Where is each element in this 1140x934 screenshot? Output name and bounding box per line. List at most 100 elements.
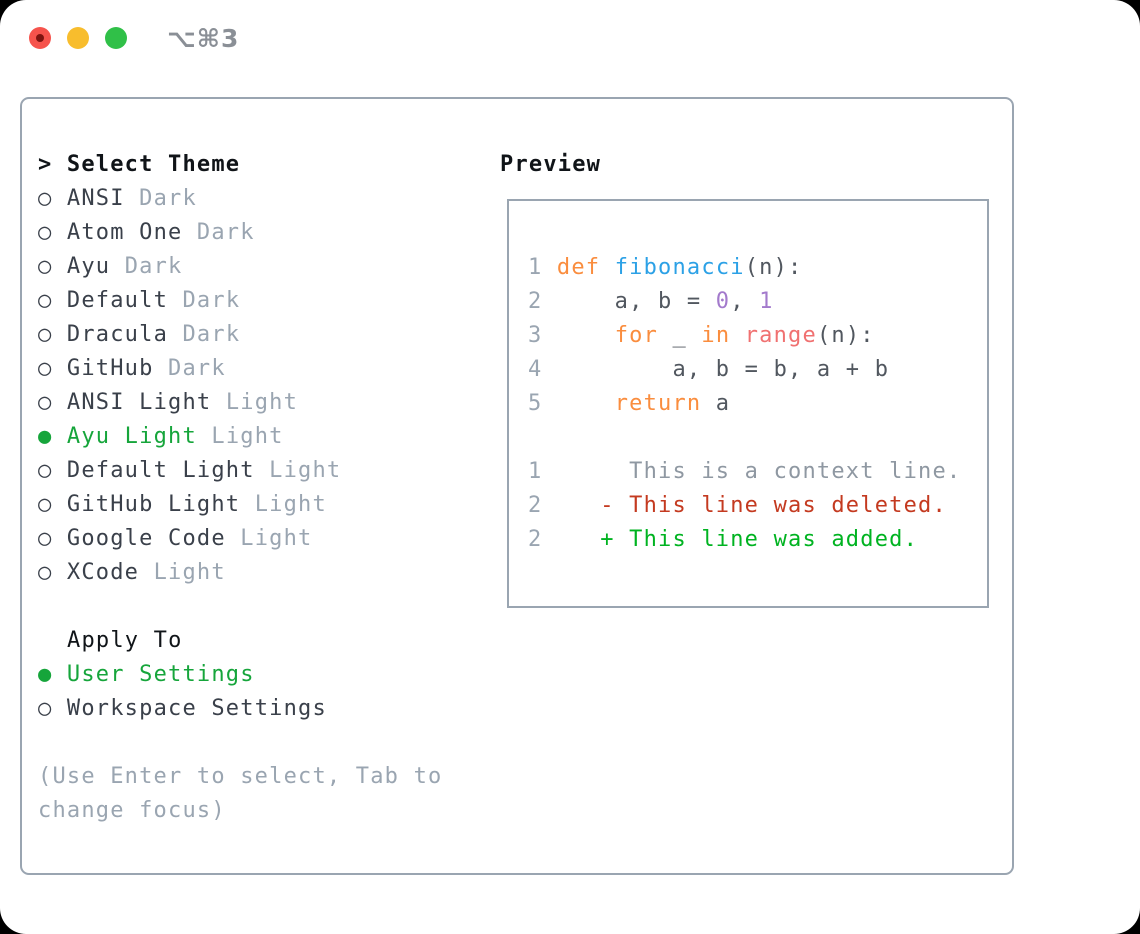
- line-number: 1: [528, 255, 543, 280]
- theme-panel-left-column: > Select Theme ○ ANSI Dark○ Atom One Dar…: [38, 148, 442, 828]
- theme-name: Dracula: [66, 322, 169, 347]
- theme-variant: Dark: [139, 186, 197, 211]
- radio-unselected-icon: ○: [38, 220, 53, 245]
- code-segment: a, b = b, a + b: [542, 357, 890, 382]
- theme-name: Default: [66, 288, 169, 313]
- code-line-4: 4 a, b = b, a + b: [528, 353, 961, 387]
- theme-option-ansi[interactable]: ○ ANSI Dark: [38, 182, 442, 216]
- traffic-lights: [29, 27, 127, 49]
- radio-selected-icon: ●: [38, 424, 53, 449]
- code-segment: [730, 323, 744, 348]
- code-line-1: 1 def fibonacci(n):: [528, 251, 961, 285]
- theme-name: GitHub Light: [66, 492, 241, 517]
- code-segment: return: [614, 391, 702, 416]
- code-segment: def: [556, 255, 601, 280]
- code-segment: 0: [715, 289, 731, 314]
- theme-option-atom-one[interactable]: ○ Atom One Dark: [38, 216, 442, 250]
- radio-unselected-icon: ○: [38, 356, 53, 381]
- code-line-6: [528, 421, 961, 455]
- radio-unselected-icon: ○: [38, 696, 53, 721]
- zoom-button[interactable]: [105, 27, 127, 49]
- apply-option-user-settings[interactable]: ● User Settings: [38, 658, 442, 692]
- line-number: 2: [528, 493, 543, 518]
- close-button[interactable]: [29, 27, 51, 49]
- code-segment: [600, 255, 614, 280]
- code-segment: This is a context line.: [542, 459, 962, 484]
- code-segment: _: [658, 323, 702, 348]
- line-number: 2: [528, 289, 543, 314]
- theme-variant: Dark: [168, 356, 226, 381]
- code-segment: ,: [730, 289, 760, 314]
- theme-name: ANSI Light: [66, 390, 212, 415]
- spacer: [38, 726, 442, 760]
- radio-unselected-icon: ○: [38, 186, 53, 211]
- radio-unselected-icon: ○: [38, 288, 53, 313]
- theme-variant: Light: [225, 390, 299, 415]
- code-segment: [542, 391, 614, 416]
- code-line-7: 1 This is a context line.: [528, 455, 961, 489]
- theme-option-github[interactable]: ○ GitHub Dark: [38, 352, 442, 386]
- theme-name: Ayu Light: [66, 424, 197, 449]
- radio-unselected-icon: ○: [38, 322, 53, 347]
- theme-variant: Light: [153, 560, 226, 585]
- theme-variant: Dark: [124, 254, 183, 279]
- theme-option-ansi-light[interactable]: ○ ANSI Light Light: [38, 386, 442, 420]
- theme-selector-panel: > Select Theme ○ ANSI Dark○ Atom One Dar…: [20, 97, 1014, 875]
- theme-option-google-code[interactable]: ○ Google Code Light: [38, 522, 442, 556]
- apply-to-header: Apply To: [67, 628, 183, 653]
- code-segment: [542, 323, 614, 348]
- theme-option-dracula[interactable]: ○ Dracula Dark: [38, 318, 442, 352]
- code-segment: (n):: [744, 255, 803, 280]
- line-number: 2: [528, 527, 543, 552]
- theme-option-default[interactable]: ○ Default Dark: [38, 284, 442, 318]
- select-theme-label: Select Theme: [66, 152, 241, 177]
- code-segment: range: [744, 323, 817, 348]
- radio-unselected-icon: ○: [38, 560, 53, 585]
- code-line-3: 3 for _ in range(n):: [528, 319, 961, 353]
- code-segment: a: [701, 391, 731, 416]
- apply-to-list: ● User Settings○ Workspace Settings: [38, 658, 442, 726]
- theme-variant: Dark: [196, 220, 255, 245]
- radio-selected-icon: ●: [38, 662, 53, 687]
- code-segment: a, b =: [542, 289, 716, 314]
- theme-variant: Light: [211, 424, 284, 449]
- code-segment: fibonacci: [614, 255, 745, 280]
- line-number: 3: [528, 323, 543, 348]
- theme-variant: Dark: [182, 322, 241, 347]
- theme-option-ayu-light[interactable]: ● Ayu Light Light: [38, 420, 442, 454]
- apply-option-workspace-settings[interactable]: ○ Workspace Settings: [38, 692, 442, 726]
- line-number: 1: [528, 459, 543, 484]
- theme-name: GitHub: [66, 356, 154, 381]
- theme-option-github-light[interactable]: ○ GitHub Light Light: [38, 488, 442, 522]
- code-segment: - This line was deleted.: [542, 493, 947, 518]
- code-segment: + This line was added.: [542, 527, 919, 552]
- code-segment: in: [701, 323, 731, 348]
- apply-option-label: Workspace Settings: [66, 696, 327, 721]
- radio-unselected-icon: ○: [38, 492, 53, 517]
- theme-name: ANSI: [66, 186, 125, 211]
- code-line-9: 2 + This line was added.: [528, 523, 961, 557]
- code-line-8: 2 - This line was deleted.: [528, 489, 961, 523]
- theme-option-ayu[interactable]: ○ Ayu Dark: [38, 250, 442, 284]
- theme-list: ○ ANSI Dark○ Atom One Dark○ Ayu Dark○ De…: [38, 182, 442, 590]
- theme-name: Atom One: [66, 220, 183, 245]
- minimize-button[interactable]: [67, 27, 89, 49]
- theme-option-xcode[interactable]: ○ XCode Light: [38, 556, 442, 590]
- theme-option-default-light[interactable]: ○ Default Light Light: [38, 454, 442, 488]
- hint-line-1: (Use Enter to select, Tab to: [38, 764, 443, 789]
- code-segment: 1: [759, 289, 774, 314]
- focus-caret-icon: >: [38, 152, 67, 177]
- select-theme-header: > Select Theme: [38, 148, 442, 182]
- radio-unselected-icon: ○: [38, 458, 53, 483]
- code-segment: (n):: [816, 323, 875, 348]
- hint-line-2: change focus): [38, 798, 226, 823]
- preview-header: Preview: [500, 152, 602, 177]
- theme-name: Google Code: [66, 526, 226, 551]
- theme-name: Default Light: [66, 458, 255, 483]
- theme-name: XCode: [66, 560, 140, 585]
- theme-variant: Light: [254, 492, 327, 517]
- line-number: 4: [528, 357, 543, 382]
